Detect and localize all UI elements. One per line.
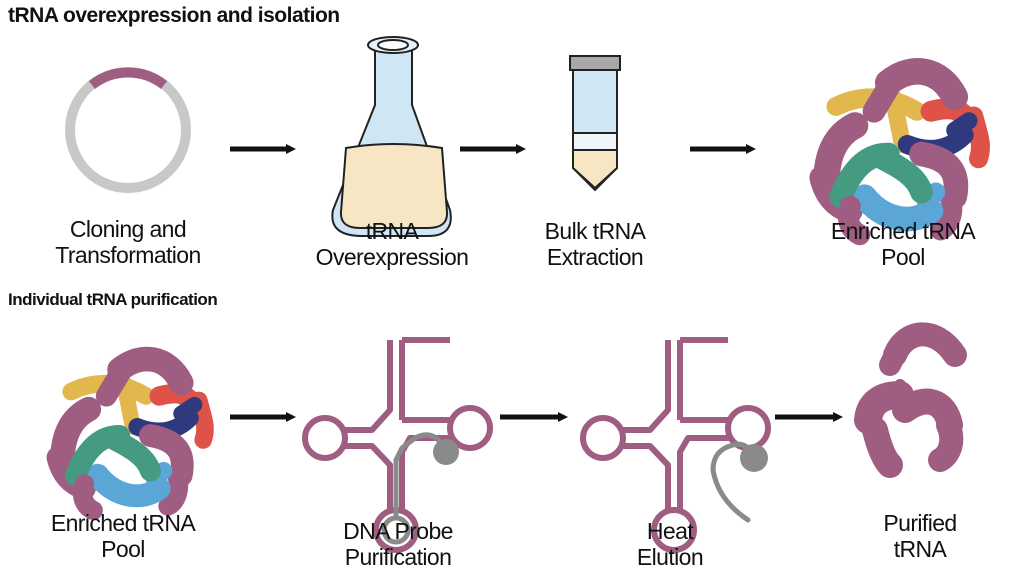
section-title-overexpression: tRNA overexpression and isolation (8, 4, 340, 27)
step-label-extraction: Bulk tRNA Extraction (544, 218, 646, 270)
trna-probe-bound-icon (305, 340, 490, 550)
trna-pool-icon (58, 359, 205, 510)
step-label-cloning: Cloning and Transformation (55, 216, 201, 268)
purified-trna-icon (854, 322, 967, 478)
step-label-overexpression: tRNA Overexpression (315, 218, 469, 270)
trna-pool-icon (822, 71, 981, 234)
step-label-purified-trna: Purified tRNA (883, 510, 957, 562)
step-label-heat-elution: Heat Elution (636, 518, 704, 570)
step-label-enriched-pool: Enriched tRNA Pool (50, 510, 196, 562)
centrifuge-tube-icon (569, 55, 621, 192)
step-label-enriched-pool: Enriched tRNA Pool (830, 218, 976, 270)
flask-icon (331, 36, 452, 237)
trna-probe-released-icon (583, 340, 768, 550)
step-label-probe-purification: DNA Probe Purification (343, 518, 453, 570)
plasmid-icon (65, 67, 191, 193)
section-title-purification: Individual tRNA purification (8, 290, 218, 309)
